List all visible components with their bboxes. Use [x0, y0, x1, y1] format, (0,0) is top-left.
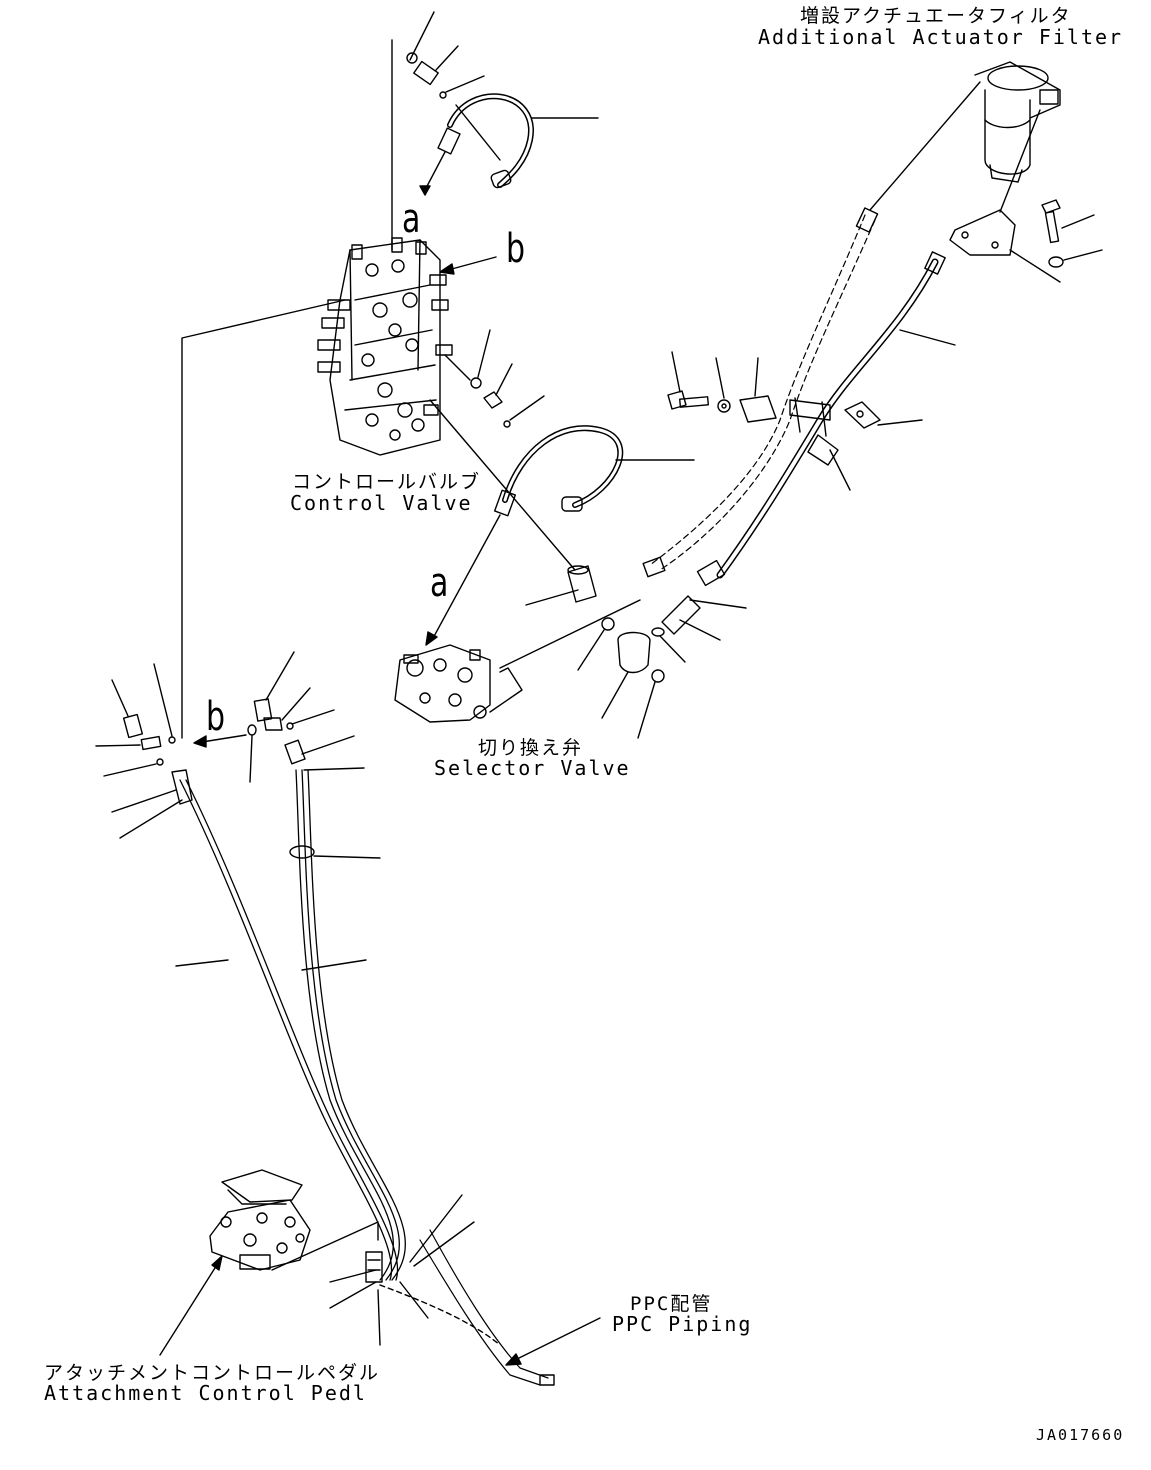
selector-valve-label-en: Selector Valve [434, 756, 631, 780]
control-valve-label-jp: コントロールバルブ [292, 471, 482, 493]
filter-label-en: Additional Actuator Filter [758, 25, 1124, 49]
pedal-label-en: Attachment Control Pedl [44, 1381, 367, 1405]
filter-drawing [949, 61, 1061, 256]
drawing-code: JA017660 [1036, 1426, 1125, 1444]
ppc-label-jp: PPC配管 [630, 1293, 713, 1315]
marker-a-mid: a [430, 560, 449, 606]
marker-b-left: b [206, 694, 226, 740]
ppc-hoses [179, 769, 555, 1386]
clamp-assembly [667, 351, 923, 491]
pedal-label-jp: アタッチメントコントロールペダル [44, 1362, 381, 1384]
selector-valve-drawing [394, 644, 523, 723]
top-hose-assembly [406, 11, 599, 196]
marker-a-top: a [402, 196, 421, 242]
control-valve-label-en: Control Valve [290, 491, 473, 515]
selector-valve-label-jp: 切り換え弁 [478, 737, 584, 759]
middle-hose-assembly [425, 425, 695, 646]
left-fittings [95, 651, 365, 839]
filter-label-jp: 増設アクチュエータフィルタ [800, 5, 1072, 27]
marker-b-top: b [506, 226, 526, 272]
control-valve-drawing [317, 237, 453, 456]
pedal-drawing [209, 1169, 311, 1271]
filter-hoses [642, 207, 946, 587]
ppc-label-en: PPC Piping [612, 1312, 753, 1336]
